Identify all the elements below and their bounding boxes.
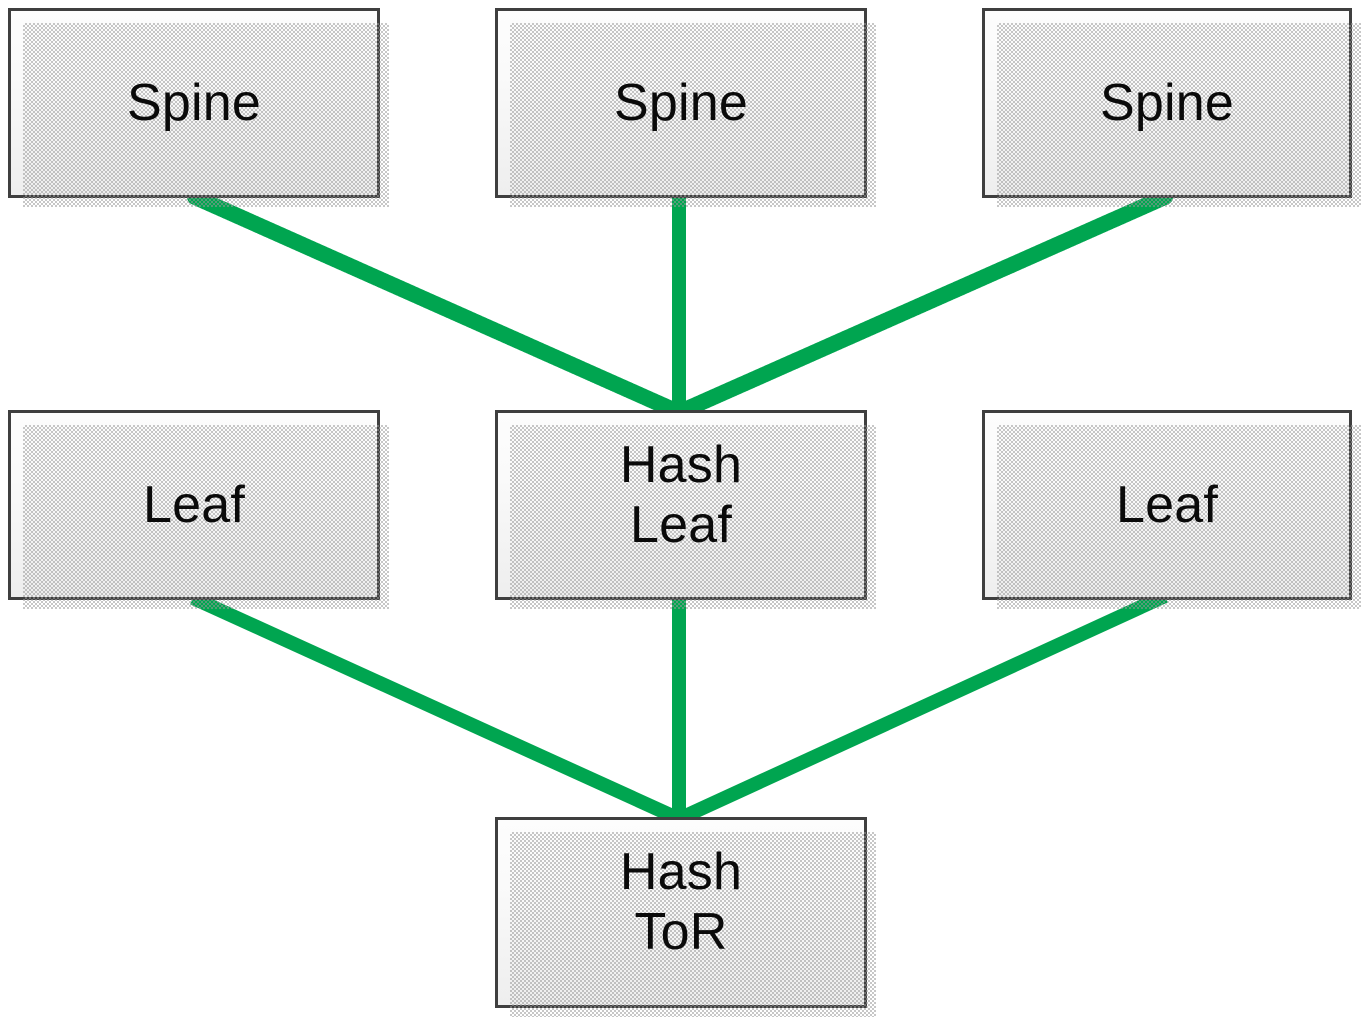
node-leaf-right[interactable]: Leaf	[982, 410, 1361, 609]
node-label: Spine	[1100, 74, 1234, 132]
node-label: Spine	[127, 74, 261, 132]
node-label: Hash Leaf	[619, 436, 743, 554]
node-label: Hash ToR	[619, 843, 743, 961]
node-hash-leaf[interactable]: Hash Leaf	[495, 410, 876, 609]
node-label: Spine	[614, 74, 748, 132]
node-spine-left[interactable]: Spine	[8, 8, 389, 207]
link-spine-right-to-hash-leaf	[672, 189, 1173, 420]
node-label: Leaf	[142, 476, 245, 534]
link-leaf-left-to-hash-tor	[190, 591, 680, 825]
link-spine-left-to-hash-leaf	[187, 189, 686, 420]
node-label: Leaf	[1115, 476, 1218, 534]
node-spine-right[interactable]: Spine	[982, 8, 1361, 207]
node-spine-middle[interactable]: Spine	[495, 8, 876, 207]
node-leaf-left[interactable]: Leaf	[8, 410, 389, 609]
node-hash-tor[interactable]: Hash ToR	[495, 817, 876, 1017]
link-leaf-right-to-hash-tor	[678, 589, 1168, 825]
